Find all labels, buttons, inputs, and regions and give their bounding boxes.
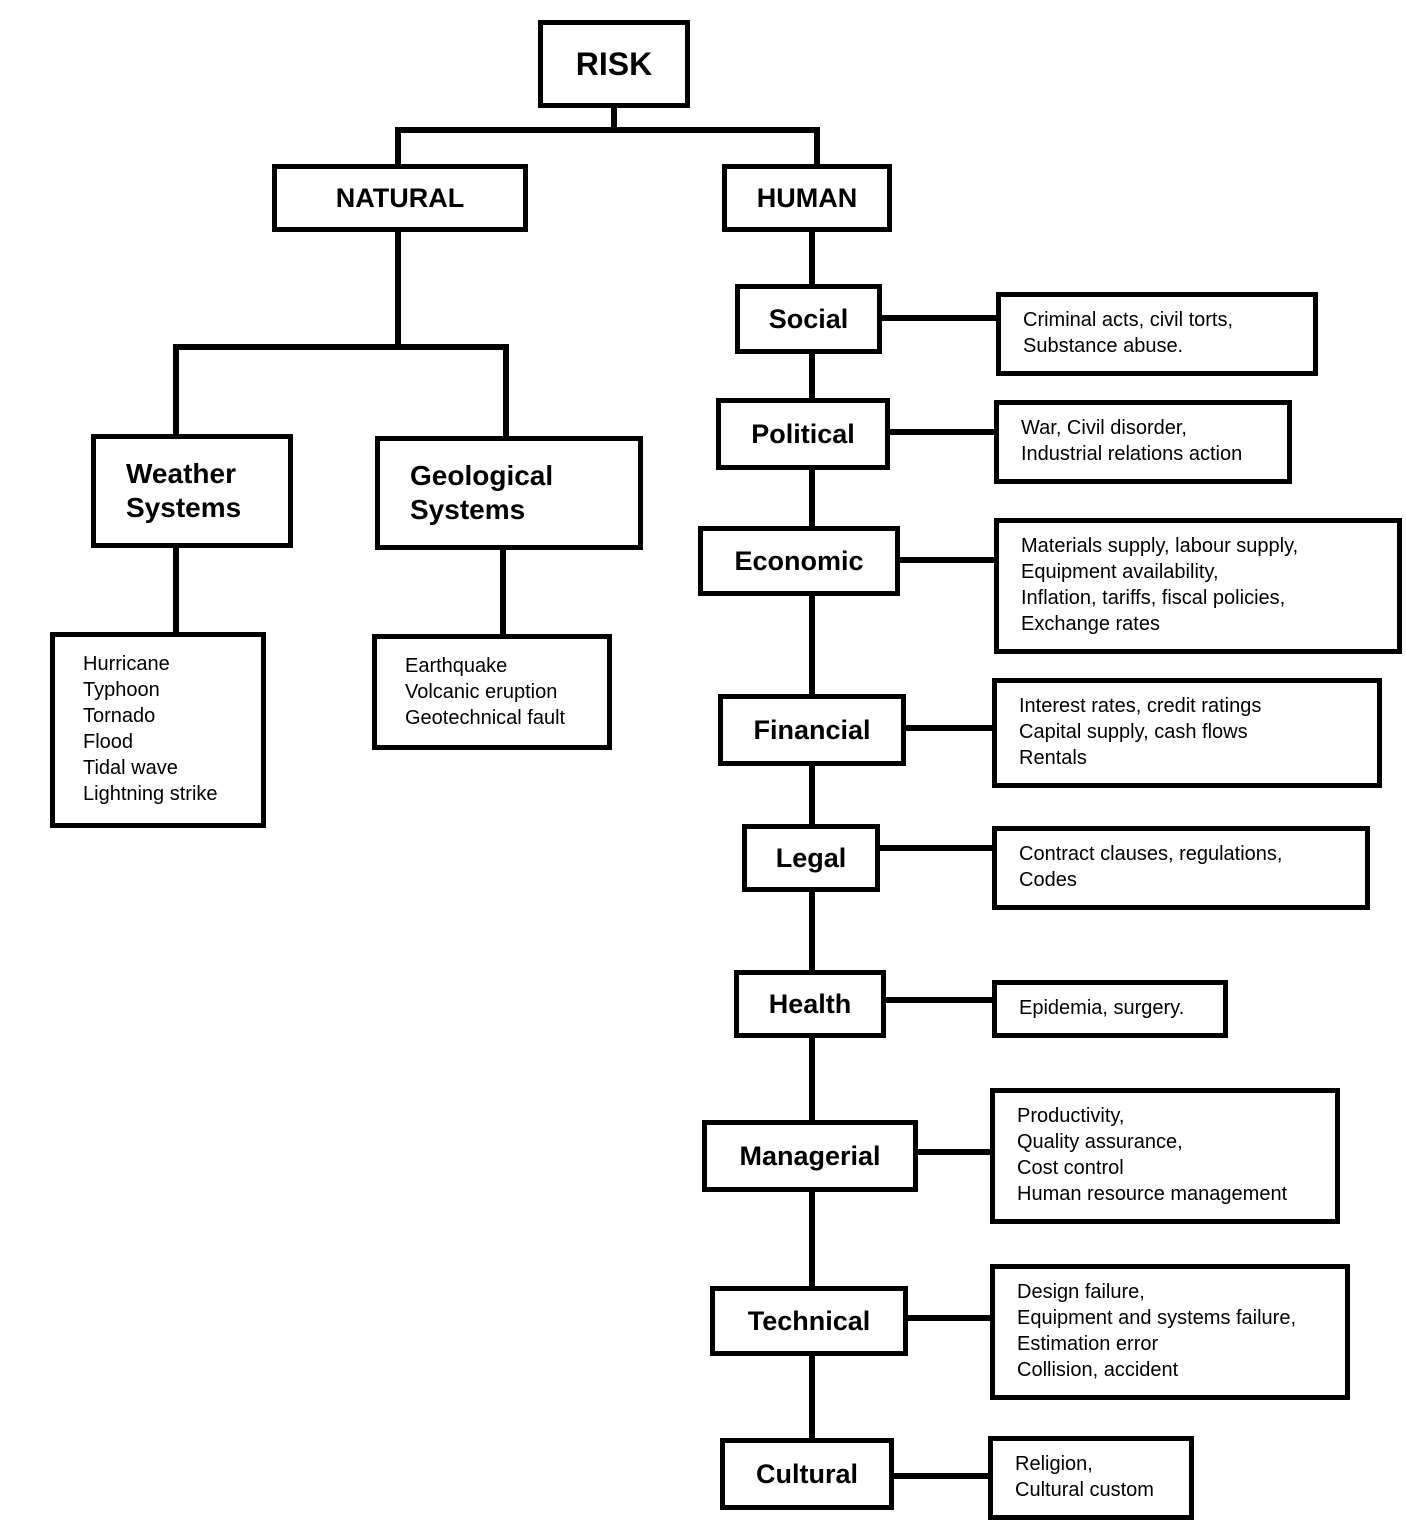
example-item: Productivity, [1017, 1105, 1125, 1127]
category-label: Managerial [739, 1140, 881, 1171]
example-item: Quality assurance, [1017, 1131, 1183, 1153]
natural-label: NATURAL [335, 182, 465, 213]
example-item: Equipment and systems failure, [1017, 1307, 1297, 1329]
example-item: Human resource management [1017, 1183, 1288, 1205]
example-item: Epidemia, surgery. [1019, 997, 1185, 1019]
category-legal-box: Legal [742, 824, 880, 892]
weather-hazard-item: Tornado [83, 705, 156, 727]
example-item: Religion, [1015, 1453, 1093, 1475]
weather-hazards-box: Hurricane Typhoon Tornado Flood Tidal wa… [50, 632, 266, 828]
natural-box: NATURAL [272, 164, 528, 232]
weather-hazard-item: Lightning strike [83, 783, 218, 805]
example-item: Materials supply, labour supply, [1021, 535, 1299, 557]
category-financial-box: Financial [718, 694, 906, 766]
category-label: Economic [734, 545, 864, 576]
category-economic-box: Economic [698, 526, 900, 596]
category-health-box: Health [734, 970, 886, 1038]
risk-box: RISK [538, 20, 690, 108]
geological-hazard-item: Volcanic eruption [405, 681, 558, 703]
category-managerial-box: Managerial [702, 1120, 918, 1192]
example-item: Rentals [1019, 747, 1087, 769]
human-label: HUMAN [756, 182, 858, 213]
category-label: Technical [747, 1305, 871, 1336]
category-cultural-box: Cultural [720, 1438, 894, 1510]
financial-examples-box: Interest rates, credit ratings Capital s… [992, 678, 1382, 788]
risk-label: RISK [575, 45, 653, 82]
human-box: HUMAN [722, 164, 892, 232]
example-item: Substance abuse. [1023, 335, 1184, 357]
category-social-box: Social [735, 284, 882, 354]
managerial-examples-box: Productivity, Quality assurance, Cost co… [990, 1088, 1340, 1224]
example-item: Exchange rates [1021, 613, 1160, 635]
example-item: Criminal acts, civil torts, [1023, 309, 1234, 331]
example-item: Codes [1019, 869, 1077, 891]
weather-hazard-item: Tidal wave [83, 757, 178, 779]
category-political-box: Political [716, 398, 890, 470]
cultural-examples-box: Religion, Cultural custom [988, 1436, 1194, 1520]
health-examples-box: Epidemia, surgery. [992, 980, 1228, 1038]
category-label: Financial [753, 714, 871, 745]
weather-systems-label-line: Systems [126, 492, 242, 523]
geological-hazard-item: Geotechnical fault [405, 707, 566, 729]
category-label: Cultural [755, 1458, 858, 1489]
example-item: Inflation, tariffs, fiscal policies, [1021, 587, 1286, 609]
legal-examples-box: Contract clauses, regulations, Codes [992, 826, 1370, 910]
weather-hazard-item: Flood [83, 731, 134, 753]
example-item: Contract clauses, regulations, [1019, 843, 1283, 865]
example-item: Equipment availability, [1021, 561, 1219, 583]
geological-systems-label-line: Geological [410, 460, 554, 491]
political-examples-box: War, Civil disorder, Industrial relation… [994, 400, 1292, 484]
weather-systems-box: Weather Systems [91, 434, 293, 548]
geological-systems-label-line: Systems [410, 494, 526, 525]
geological-systems-box: Geological Systems [375, 436, 643, 550]
economic-examples-box: Materials supply, labour supply, Equipme… [994, 518, 1402, 654]
category-label: Social [768, 303, 849, 334]
geological-hazards-box: Earthquake Volcanic eruption Geotechnica… [372, 634, 612, 750]
weather-systems-label-line: Weather [126, 458, 236, 489]
example-item: Design failure, [1017, 1281, 1145, 1303]
example-item: War, Civil disorder, [1021, 417, 1187, 439]
example-item: Cost control [1017, 1157, 1124, 1179]
weather-hazard-item: Typhoon [83, 679, 160, 701]
category-technical-box: Technical [710, 1286, 908, 1356]
category-label: Political [751, 418, 855, 449]
weather-hazard-item: Hurricane [83, 653, 170, 675]
social-examples-box: Criminal acts, civil torts, Substance ab… [996, 292, 1318, 376]
example-item: Collision, accident [1017, 1359, 1179, 1381]
geological-hazard-item: Earthquake [405, 655, 508, 677]
category-label: Health [768, 988, 852, 1019]
example-item: Cultural custom [1015, 1479, 1154, 1501]
category-label: Legal [775, 842, 847, 873]
technical-examples-box: Design failure, Equipment and systems fa… [990, 1264, 1350, 1400]
example-item: Capital supply, cash flows [1019, 721, 1248, 743]
example-item: Estimation error [1017, 1333, 1159, 1355]
example-item: Interest rates, credit ratings [1019, 695, 1262, 717]
example-item: Industrial relations action [1021, 443, 1243, 465]
